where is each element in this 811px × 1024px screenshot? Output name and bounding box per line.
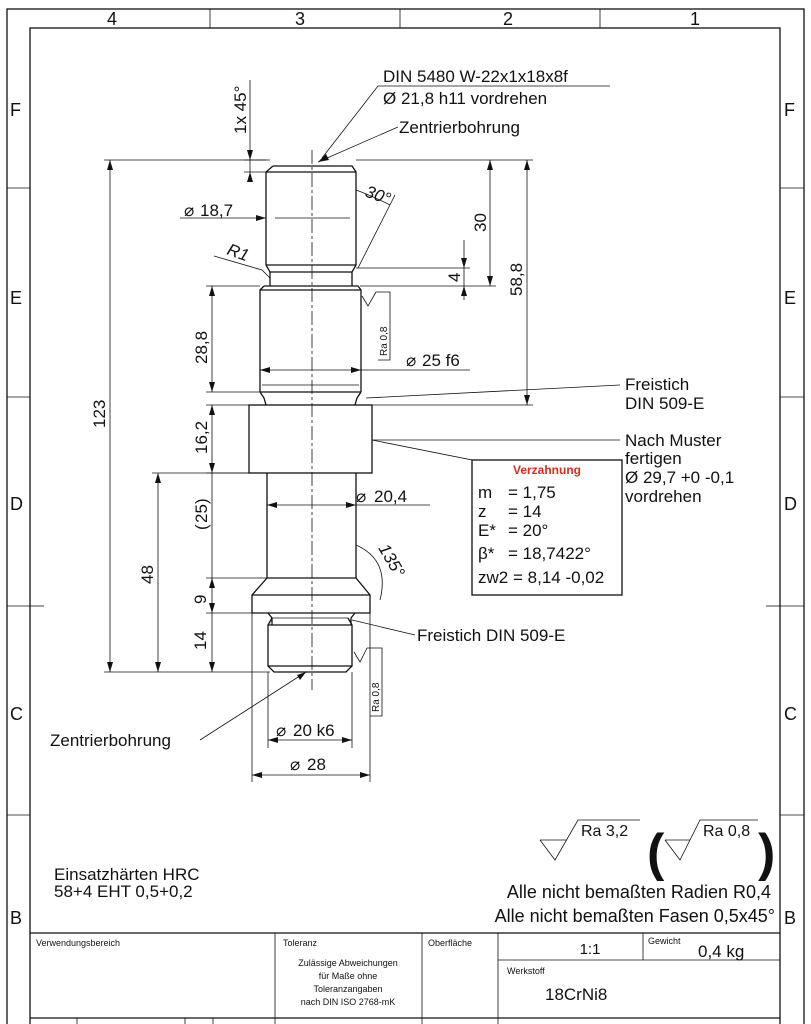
weight-value: 0,4 kg: [698, 942, 744, 961]
dim-length-25-ref-open: (: [192, 524, 211, 530]
dim-length-9: 9: [191, 595, 210, 604]
dim-dia-25-symbol: ⌀: [406, 351, 416, 370]
undercut-1-line2: DIN 509-E: [625, 394, 704, 413]
zone-right-d: D: [784, 494, 797, 514]
gear-row-e-val: = 20°: [508, 521, 548, 540]
dim-length-48: 48: [138, 565, 157, 584]
gear-row-zw2-sym: zw2: [478, 568, 508, 587]
dim-length-30: 30: [471, 213, 490, 232]
dim-length-4: 4: [445, 273, 464, 282]
zone-labels-top: 4 3 2 1: [107, 9, 700, 29]
radii-note: Alle nicht bemaßten Radien R0,4: [507, 882, 771, 902]
dim-dia-28-symbol: ⌀: [290, 755, 300, 774]
dim-dia-20-4-symbol: ⌀: [356, 487, 366, 506]
surface-finish-block: Ra 3,2 ( Ra 0,8 ) Alle nicht bemaßten Ra…: [495, 819, 775, 926]
usage-label: Verwendungsbereich: [36, 938, 120, 948]
tolerance-label: Toleranz: [283, 938, 318, 948]
hardening-line1: Einsatzhärten HRC: [54, 865, 200, 884]
weight-label: Gewicht: [648, 936, 681, 946]
surface-label: Oberfläche: [428, 938, 472, 948]
zone-labels-right: F E D C B: [784, 100, 797, 928]
scale-value: 1:1: [580, 941, 601, 958]
zone-right-e: E: [784, 288, 796, 308]
gear-table-title: Verzahnung: [513, 463, 581, 477]
surface-paren-open: (: [647, 824, 665, 882]
dim-length-16-2: 16,2: [192, 421, 211, 454]
sample-line1: Nach Muster: [625, 431, 722, 450]
gear-row-beta-sym: β*: [478, 544, 495, 563]
zone-labels-left: F E D C B: [10, 100, 23, 928]
surface-paren-close: ): [758, 824, 775, 882]
dim-length-25-ref-close: ): [192, 498, 211, 504]
zone-dividers: [7, 9, 804, 816]
zone-top-2: 2: [503, 9, 513, 29]
surface-exception-value: Ra 0,8: [703, 823, 750, 840]
zone-left-b: B: [10, 908, 22, 928]
dim-length-14: 14: [191, 631, 210, 650]
roughness-symbol-1: [361, 291, 391, 361]
pre-turn-label: Ø 21,8 h11 vordrehen: [383, 89, 547, 108]
gear-row-m-sym: m: [478, 483, 492, 502]
gear-data-table: Verzahnung m = 1,75 z = 14 E* = 20° β* =…: [471, 459, 623, 596]
spline-spec-label: DIN 5480 W-22x1x18x8f: [383, 67, 568, 86]
hardening-line2: 58+4 EHT 0,5+0,2: [54, 882, 193, 901]
zone-right-b: B: [784, 908, 796, 928]
sample-line4: vordrehen: [625, 487, 702, 506]
dimension-lines: [104, 80, 622, 782]
sample-line2: fertigen: [625, 449, 682, 468]
roughness-symbol-2: [353, 647, 383, 717]
roughness-label-1: Ra 0,8: [379, 326, 390, 356]
gear-row-beta-val: = 18,7422°: [508, 544, 591, 563]
dim-dia-20-4: 20,4: [374, 487, 407, 506]
zone-left-d: D: [10, 494, 23, 514]
dim-length-123: 123: [90, 400, 109, 428]
zone-left-c: C: [10, 704, 23, 724]
gear-row-zw2-val: = 8,14 -0,02: [513, 568, 604, 587]
material-value: 18CrNi8: [545, 985, 607, 1004]
gear-row-z-sym: z: [478, 502, 487, 521]
material-label: Werkstoff: [507, 966, 545, 976]
title-block: Verwendungsbereich Toleranz Zulässige Ab…: [30, 932, 780, 1024]
zone-top-3: 3: [295, 9, 305, 29]
dim-length-58-8: 58,8: [507, 263, 526, 296]
gear-row-m-val: = 1,75: [508, 483, 556, 502]
hardening-note: Einsatzhärten HRC 58+4 EHT 0,5+0,2: [54, 865, 200, 901]
undercut-1-line1: Freistich: [625, 375, 689, 394]
zone-right-f: F: [784, 100, 795, 120]
tolerance-text-4: nach DIN ISO 2768-mK: [301, 997, 396, 1007]
undercut-2-label: Freistich DIN 509-E: [417, 626, 565, 645]
outer-frame: [6, 8, 805, 1024]
dim-dia-18-7-symbol: ⌀: [184, 201, 194, 220]
tolerance-text-3: Toleranzangaben: [313, 984, 382, 994]
roughness-label-2: Ra 0,8: [371, 682, 382, 712]
dim-angle-135: 135°: [375, 541, 409, 581]
dim-chamfer-1x45: 1x 45°: [231, 86, 250, 134]
inner-frame: [29, 27, 781, 1024]
tolerance-text-1: Zulässige Abweichungen: [298, 958, 398, 968]
dim-dia-18-7: 18,7: [200, 201, 233, 220]
sample-line3: Ø 29,7 +0 -0,1: [625, 468, 734, 487]
zone-top-4: 4: [107, 9, 117, 29]
zone-right-c: C: [784, 704, 797, 724]
tolerance-text-2: für Maße ohne: [319, 971, 378, 981]
dim-radius-r1: R1: [225, 240, 252, 265]
gear-row-e-sym: E*: [478, 521, 496, 540]
dim-dia-20-k6-symbol: ⌀: [276, 721, 286, 740]
surface-general-value: Ra 3,2: [581, 823, 628, 840]
chamfer-note: Alle nicht bemaßten Fasen 0,5x45°: [495, 906, 775, 926]
dim-length-25-ref: 25: [192, 504, 211, 523]
dim-length-28-8: 28,8: [192, 331, 211, 364]
zone-top-1: 1: [690, 9, 700, 29]
gear-row-z-val: = 14: [508, 502, 542, 521]
center-hole-bottom-label: Zentrierbohrung: [50, 731, 171, 750]
dim-dia-20-k6: 20 k6: [293, 721, 335, 740]
shaft-outline: [248, 165, 373, 673]
center-hole-top-label: Zentrierbohrung: [399, 118, 520, 137]
dim-dia-28: 28: [307, 755, 326, 774]
dim-dia-25-f6: 25 f6: [422, 351, 460, 370]
zone-left-f: F: [10, 100, 21, 120]
zone-left-e: E: [10, 288, 22, 308]
dimension-arrows: [107, 150, 530, 778]
